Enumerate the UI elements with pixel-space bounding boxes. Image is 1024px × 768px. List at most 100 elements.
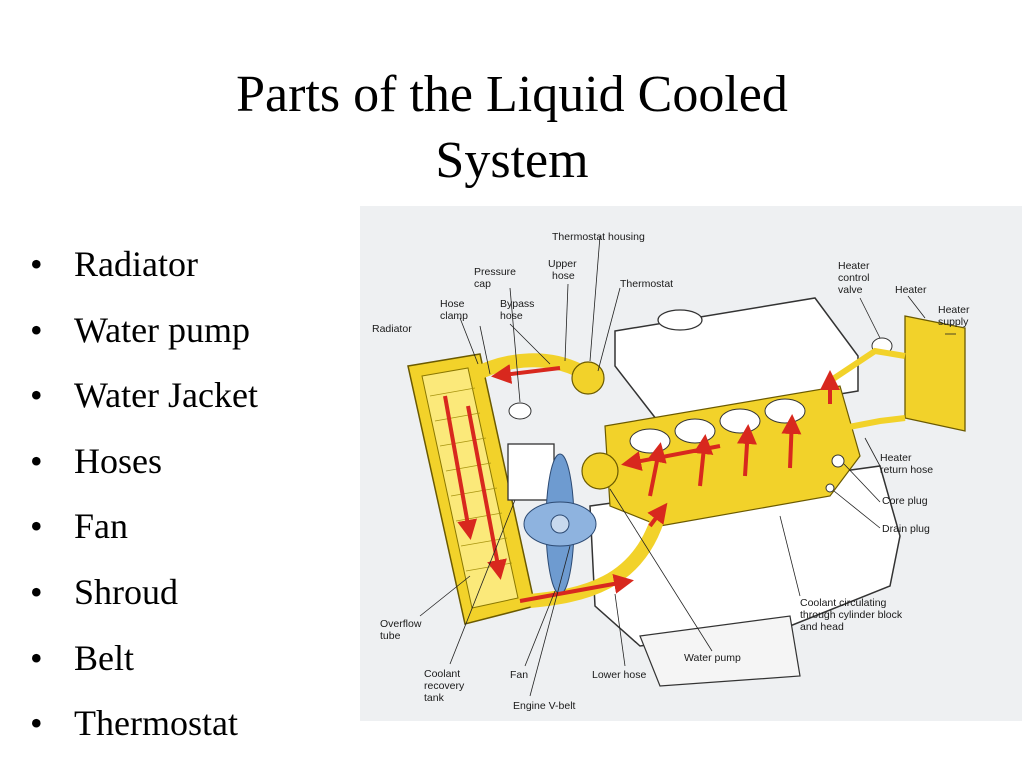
label-heater-supply: supply	[938, 316, 969, 328]
label-heater-control-valve: control	[838, 272, 870, 284]
label-pressure-cap: cap	[474, 278, 491, 290]
cooling-system-diagram: Thermostat housing Pressure cap Upper ho…	[360, 206, 1022, 721]
label-coolant-circulating: through cylinder block	[800, 609, 903, 621]
bullet-item: • Hoses	[30, 429, 258, 495]
drain-plug	[825, 483, 835, 493]
bullet-dot: •	[30, 440, 43, 481]
label-bypass-hose: Bypass	[500, 298, 534, 310]
bullet-item: • Shroud	[30, 560, 258, 626]
bullet-text: Belt	[74, 637, 134, 678]
cylinder	[719, 408, 761, 434]
bullet-item: • Radiator	[30, 232, 258, 298]
label-upper-hose: Upper	[548, 258, 577, 270]
leader-line	[614, 593, 626, 667]
label-heater-supply: Heater	[938, 304, 970, 316]
bullet-dot: •	[30, 244, 43, 284]
cylinder	[674, 418, 716, 444]
label-core-plug: Core plug	[882, 495, 928, 507]
bullet-dot: •	[30, 571, 43, 612]
core-plug	[831, 454, 845, 468]
pressure-cap	[508, 402, 532, 420]
label-thermostat-housing: Thermostat housing	[552, 231, 645, 243]
cylinder	[764, 398, 806, 424]
label-lower-hose: Lower hose	[592, 669, 646, 681]
bullet-dot: •	[30, 506, 43, 547]
flow-arrow	[781, 414, 802, 469]
leader-line	[864, 437, 881, 467]
lower-hose	[529, 509, 667, 608]
bullet-item: • Belt	[30, 626, 258, 692]
diagram-canvas: Thermostat housing Pressure cap Upper ho…	[372, 231, 970, 712]
leader-line	[609, 488, 713, 652]
label-hose-clamp: clamp	[440, 310, 468, 322]
label-overflow-tube: Overflow	[380, 618, 422, 630]
leader-line	[509, 323, 551, 365]
water-pump	[581, 452, 619, 490]
label-coolant-recovery-tank: recovery	[424, 680, 465, 692]
leader-line	[459, 317, 479, 365]
leader-line	[843, 463, 881, 503]
flow-arrow	[737, 424, 757, 477]
label-pressure-cap: Pressure	[474, 266, 516, 278]
flow-arrow	[647, 502, 668, 528]
label-engine-v-belt: Engine V-belt	[513, 700, 576, 712]
label-thermostat: Thermostat	[620, 278, 673, 290]
flow-arrow	[519, 574, 634, 603]
flow-arrow	[621, 444, 721, 471]
leader-line	[529, 545, 571, 697]
leader-line	[859, 297, 881, 339]
bullet-text: Fan	[74, 506, 128, 547]
label-fan: Fan	[510, 669, 528, 681]
label-drain-plug: Drain plug	[882, 523, 930, 535]
bullet-dot: •	[30, 375, 43, 416]
bullet-dot: •	[30, 703, 43, 744]
bullet-item: • Thermostat	[30, 691, 258, 757]
thermostat-housing	[571, 361, 605, 395]
label-coolant-circulating: and head	[800, 621, 844, 633]
label-upper-hose: hose	[552, 270, 575, 282]
upper-hose	[468, 353, 584, 383]
slide-title: Parts of the Liquid Cooled System	[0, 62, 1024, 194]
label-bypass-hose: hose	[500, 310, 523, 322]
leader-line	[449, 499, 516, 665]
label-heater-control-valve: Heater	[838, 260, 870, 272]
label-heater: Heater	[895, 284, 927, 296]
bullet-text: Thermostat	[74, 703, 238, 744]
leader-line	[589, 235, 601, 362]
coolant-flow-arrows	[443, 364, 840, 603]
label-radiator: Radiator	[372, 323, 412, 335]
label-coolant-recovery-tank: Coolant	[424, 668, 460, 680]
leader-line	[524, 590, 556, 667]
bullet-list: • Radiator • Water pump •Water Jacket • Hos…	[30, 232, 258, 757]
bullet-text: Radiator	[74, 244, 198, 284]
bullet-item: • Fan	[30, 494, 258, 560]
flow-arrow	[491, 364, 561, 384]
label-heater-return-hose: return hose	[880, 464, 933, 476]
flow-arrow	[693, 434, 714, 487]
cylinder	[629, 428, 671, 454]
label-overflow-tube: tube	[380, 630, 401, 642]
leader-line	[779, 515, 801, 597]
bullet-item: •Water Jacket	[30, 363, 258, 429]
fan	[523, 453, 597, 595]
leader-line	[564, 283, 569, 362]
bullet-dot: •	[30, 637, 43, 678]
label-heater-return-hose: Heater	[880, 452, 912, 464]
label-water-pump: Water pump	[684, 652, 741, 664]
bullet-dot: •	[30, 309, 43, 350]
leader-line	[597, 287, 621, 372]
bullet-text: Hoses	[74, 440, 162, 481]
slide-title-line-1: Parts of the Liquid Cooled	[236, 66, 788, 123]
bullet-text: Water pump	[74, 309, 251, 350]
oil-pan	[639, 615, 801, 687]
label-coolant-circulating: Coolant circulating	[800, 597, 887, 609]
leader-line	[509, 287, 521, 403]
label-leader-lines	[419, 235, 956, 697]
heater-core	[904, 315, 966, 432]
label-hose-clamp: Hose	[440, 298, 465, 310]
bullet-text: Shroud	[74, 571, 179, 612]
leader-line	[479, 325, 491, 375]
flow-arrow	[443, 395, 478, 540]
label-heater-control-valve: valve	[838, 284, 863, 296]
bullet-item: • Water pump	[30, 298, 258, 364]
